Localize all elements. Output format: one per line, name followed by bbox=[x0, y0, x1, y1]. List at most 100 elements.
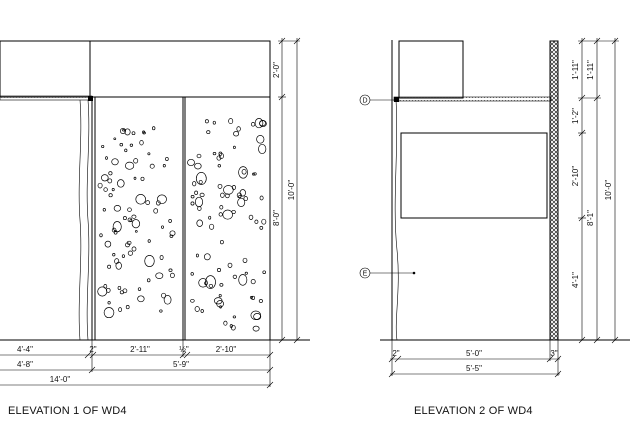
perforation-hole bbox=[147, 152, 151, 156]
upper-cabinet bbox=[398, 40, 464, 99]
perforation-hole bbox=[254, 118, 264, 129]
perforation-hole bbox=[113, 230, 118, 235]
dim-2ft10in: 2'-10" bbox=[216, 345, 237, 354]
perforation-hole bbox=[108, 193, 113, 198]
perforation-hole bbox=[254, 219, 259, 224]
perforation-hole bbox=[107, 178, 113, 184]
perforation-hole bbox=[253, 313, 262, 320]
dim-v-1ft11in-a: 1'-11" bbox=[571, 60, 580, 80]
perforation-hole bbox=[239, 189, 246, 197]
perforation-hole bbox=[232, 274, 238, 279]
elevation-2-title: ELEVATION 2 OF WD4 bbox=[414, 405, 533, 417]
perforation-hole bbox=[242, 257, 248, 263]
perforation-hole bbox=[208, 283, 214, 288]
perforation-hole bbox=[119, 143, 124, 147]
perforation-hole bbox=[129, 143, 134, 147]
perforation-hole bbox=[113, 205, 122, 212]
perforation-hole bbox=[133, 158, 139, 164]
screen-panel-1 bbox=[94, 96, 184, 341]
perforation-hole bbox=[252, 325, 260, 332]
perforation-hole bbox=[102, 208, 106, 212]
perforation-hole bbox=[162, 164, 166, 168]
perforation-hole bbox=[146, 278, 151, 283]
perforation-hole bbox=[139, 140, 144, 146]
dim-5ft9in: 5'-9" bbox=[173, 360, 189, 369]
perforation-hole bbox=[97, 182, 103, 189]
perforation-hole bbox=[222, 209, 233, 220]
perforation-hole bbox=[140, 176, 145, 181]
perforation-pattern-2 bbox=[187, 118, 267, 332]
perforation-hole bbox=[103, 307, 115, 319]
perforation-hole bbox=[231, 185, 236, 190]
perforation-hole bbox=[198, 179, 203, 185]
perforation-hole bbox=[127, 250, 133, 256]
perforation-hole bbox=[205, 275, 216, 289]
perforation-hole bbox=[155, 200, 161, 206]
hatched-wall bbox=[549, 40, 559, 341]
tag-e: E bbox=[359, 267, 416, 279]
perforation-hole bbox=[108, 171, 113, 176]
dim-v-8ft1in: 8'-1" bbox=[586, 210, 595, 226]
perforation-hole bbox=[236, 126, 241, 132]
perforation-hole bbox=[241, 169, 247, 175]
dim-4ft8in: 4'-8" bbox=[17, 360, 33, 369]
perforation-hole bbox=[217, 183, 223, 189]
perforation-hole bbox=[218, 151, 223, 156]
perforation-hole bbox=[156, 194, 167, 205]
perforation-hole bbox=[117, 285, 122, 291]
dim-4ft4in: 4'-4" bbox=[17, 345, 33, 354]
perforation-hole bbox=[134, 230, 138, 233]
perforation-pattern-1 bbox=[97, 126, 176, 319]
perforation-hole bbox=[220, 192, 225, 198]
dim-v-4ft1in: 4'-1" bbox=[571, 272, 580, 288]
wavy-post-line bbox=[78, 99, 82, 341]
dim-5ft5in: 5'-5" bbox=[466, 364, 482, 373]
perforation-hole bbox=[216, 155, 222, 161]
dim-2ft11in: 2'-11" bbox=[130, 345, 150, 354]
vertical-dimensions-1: 2'-0" 8'-0" 10'-0" bbox=[272, 37, 301, 344]
perforation-hole bbox=[219, 205, 224, 210]
dim-vertical-8ft: 8'-0" bbox=[272, 210, 281, 226]
perforation-hole bbox=[127, 207, 132, 212]
perforation-hole bbox=[190, 195, 195, 199]
perforation-hole bbox=[163, 295, 172, 305]
perforation-hole bbox=[199, 192, 205, 198]
perforation-hole bbox=[203, 253, 211, 261]
perforation-hole bbox=[101, 174, 109, 182]
perforation-hole bbox=[127, 217, 133, 223]
perforation-hole bbox=[111, 188, 115, 192]
wall-panel bbox=[400, 132, 548, 219]
perforation-hole bbox=[168, 218, 172, 223]
perforation-hole bbox=[194, 196, 204, 208]
perforation-hole bbox=[125, 161, 135, 170]
countertop-band bbox=[0, 95, 93, 101]
perforation-hole bbox=[196, 219, 203, 227]
perforation-hole bbox=[117, 179, 125, 188]
perforation-hole bbox=[113, 137, 117, 140]
perforation-hole bbox=[259, 195, 264, 201]
perforation-hole bbox=[114, 258, 120, 265]
perforation-hole bbox=[169, 230, 176, 236]
perforation-hole bbox=[161, 225, 164, 229]
perforation-hole bbox=[99, 233, 103, 238]
perforation-hole bbox=[219, 283, 224, 287]
vertical-dimensions-2: 1'-11" 1'-2" 2'-10" 4'-1" 1'-11" 8'-1" 1… bbox=[571, 37, 619, 344]
perforation-hole bbox=[131, 131, 136, 136]
wall-wavy-line bbox=[394, 99, 399, 341]
dim-2in: 2" bbox=[89, 345, 96, 354]
perforation-hole bbox=[223, 185, 234, 195]
perforation-hole bbox=[194, 162, 202, 170]
perforation-hole bbox=[145, 200, 151, 205]
perforation-hole bbox=[238, 166, 248, 179]
perforation-hole bbox=[125, 305, 130, 310]
screen-panel-2 bbox=[184, 96, 271, 341]
perforation-hole bbox=[126, 240, 132, 245]
perforation-hole bbox=[237, 197, 246, 207]
countertop-band-2 bbox=[393, 96, 552, 102]
soffit-band bbox=[0, 40, 271, 98]
perforation-hole bbox=[137, 287, 142, 291]
perforation-hole bbox=[233, 131, 240, 137]
perforation-hole bbox=[119, 128, 127, 134]
perforation-hole bbox=[228, 118, 234, 125]
perforation-hole bbox=[103, 187, 108, 192]
